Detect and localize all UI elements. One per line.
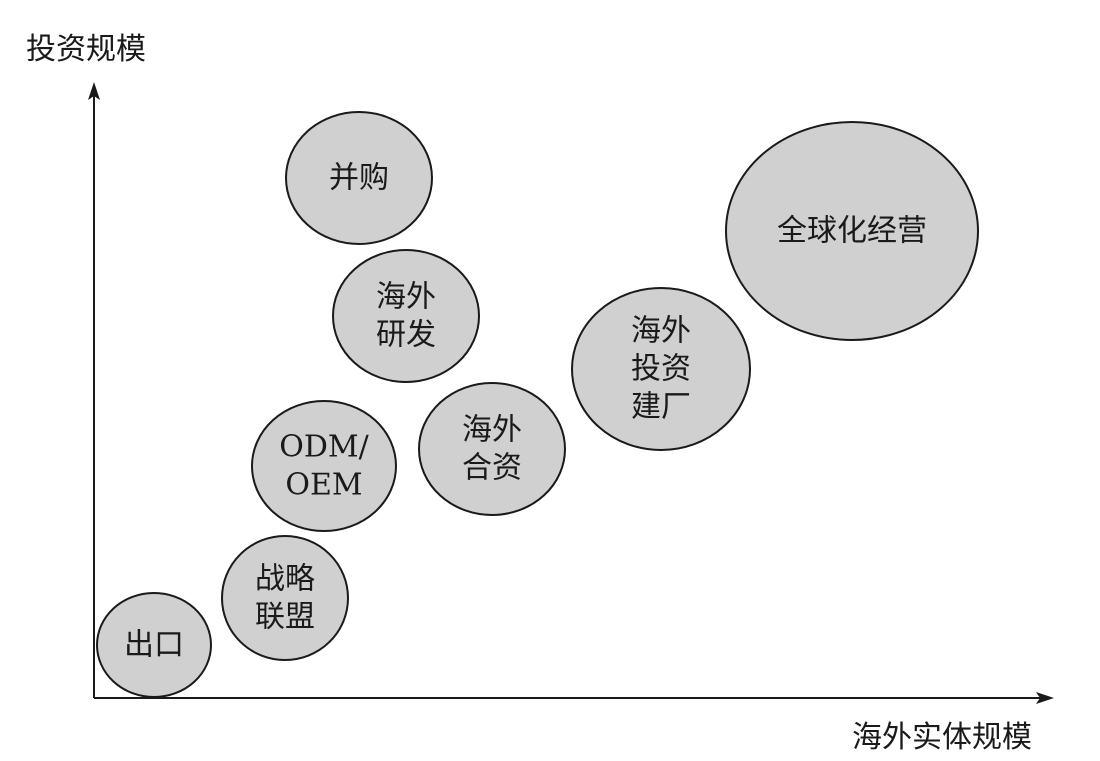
x-axis-arrow	[1036, 692, 1054, 704]
bubble-label-odm-oem-1: OEM	[285, 468, 362, 503]
y-axis-label: 投资规模	[26, 32, 146, 67]
bubble-shape-merger	[285, 111, 433, 245]
y-axis-arrow	[88, 82, 100, 100]
bubble-label-joint-venture-1: 合资	[462, 451, 522, 486]
bubble-label-merger-0: 并购	[329, 161, 389, 196]
bubble-label-global-ops-0: 全球化经营	[777, 214, 927, 249]
bubble-shape-global-ops	[725, 121, 979, 341]
bubble-shape-export	[96, 592, 212, 698]
bubble-label-alliance-0: 战略	[255, 562, 315, 597]
bubble-global-ops: 全球化经营	[725, 121, 979, 341]
bubble-odm-oem: ODM/OEM	[251, 400, 397, 532]
bubble-label-overseas-rd-0: 海外	[376, 280, 436, 315]
bubble-merger: 并购	[285, 111, 433, 245]
bubble-shape-joint-venture	[418, 382, 566, 516]
bubble-label-export-0: 出口	[124, 628, 184, 663]
bubble-shape-alliance	[221, 535, 349, 661]
x-axis-label: 海外实体规模	[852, 720, 1032, 755]
bubble-shape-overseas-rd	[332, 249, 480, 383]
bubble-label-alliance-1: 联盟	[255, 600, 315, 635]
bubble-label-odm-oem-0: ODM/	[279, 430, 369, 465]
bubble-label-joint-venture-0: 海外	[462, 413, 522, 448]
bubble-export: 出口	[96, 592, 212, 698]
bubble-shape-odm-oem	[251, 400, 397, 532]
bubble-label-overseas-rd-1: 研发	[376, 318, 436, 353]
bubble-shape-overseas-factory	[571, 287, 751, 451]
axes	[88, 82, 1054, 704]
bubble-label-overseas-factory-2: 建厂	[631, 390, 691, 425]
bubble-label-overseas-factory-1: 投资	[631, 352, 691, 387]
bubble-label-overseas-factory-0: 海外	[631, 314, 691, 349]
